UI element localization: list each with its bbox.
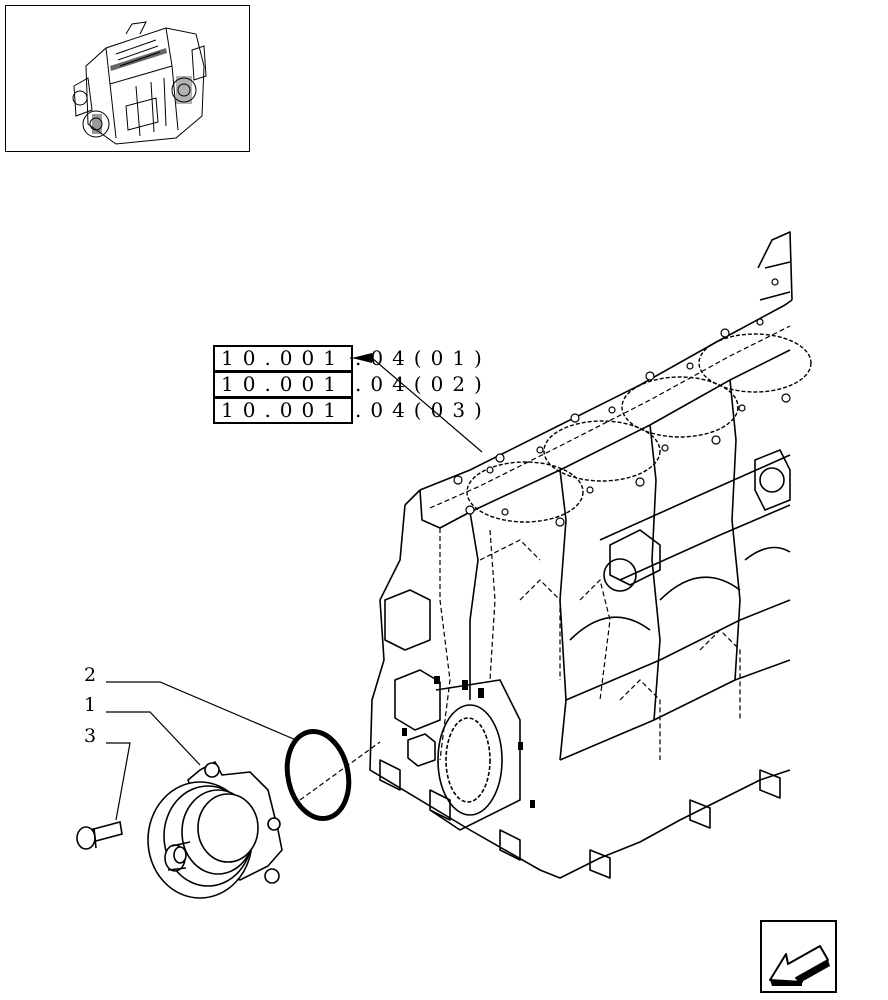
reference-suffix: .04(02) [355,372,491,396]
previous-page-button[interactable] [760,920,837,993]
reference-row[interactable]: 10.001.04(03) [213,397,491,424]
callout-number[interactable]: 3 [84,725,97,747]
reference-row[interactable]: 10.001.04(01) [213,345,491,372]
reference-suffix: .04(03) [355,398,491,422]
reference-suffix: .04(01) [355,346,491,370]
callout-number[interactable]: 2 [84,664,97,686]
o-ring-part [284,729,352,821]
reference-code[interactable]: 10.001 [213,345,353,372]
water-pump-part [147,761,283,899]
engine-thumbnail[interactable] [5,5,250,152]
reference-code[interactable]: 10.001 [213,371,353,398]
bolt-part [76,821,123,850]
reference-row[interactable]: 10.001.04(02) [213,371,491,398]
prev-page-arrow-icon [769,945,830,986]
engine-thumbnail-icon [72,21,207,145]
engine-block [369,231,793,879]
reference-code[interactable]: 10.001 [213,397,353,424]
callout-number[interactable]: 1 [84,694,97,716]
